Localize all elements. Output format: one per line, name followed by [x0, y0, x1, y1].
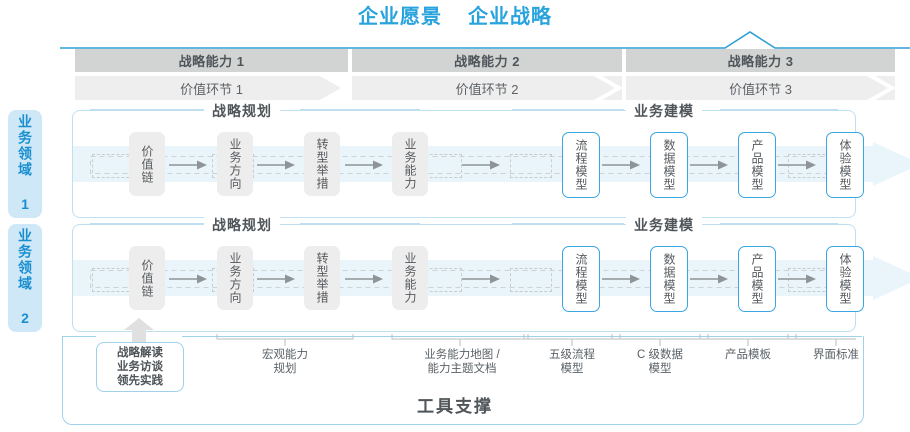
node-value-chain-2[interactable]: 价值链 [129, 246, 165, 310]
section-rule-right-2 [720, 109, 838, 110]
callout-up-arrow [124, 318, 154, 346]
flow-arrow-1b [257, 160, 295, 170]
section-rule-right-1 [512, 109, 624, 110]
flow-arrow-1f [690, 160, 728, 170]
capability-cell-3[interactable]: 战略能力 3 [626, 49, 895, 72]
value-segment-1-label: 价值环节 1 [180, 81, 243, 97]
node-experience-model-2[interactable]: 体验模型 [826, 246, 864, 312]
bottom-label-macro-capability-line2: 规划 [273, 363, 297, 375]
section-rule-left-2b [300, 223, 420, 224]
node-data-model-1[interactable]: 数据模型 [650, 132, 688, 198]
flow-arrow-2g [778, 274, 816, 284]
value-segment-1[interactable]: 价值环节 1 [75, 76, 348, 100]
section-rule-left-2 [300, 109, 420, 110]
node-business-capability-2[interactable]: 业务能力 [392, 246, 428, 310]
flow-arrow-2e [602, 274, 640, 284]
flow-arrow-2a [169, 274, 207, 284]
flow-arrow-2d [462, 274, 500, 284]
node-process-model-1[interactable]: 流程模型 [562, 132, 600, 198]
node-transformation-1[interactable]: 转型举措 [304, 132, 340, 196]
value-segment-3[interactable]: 价值环节 3 [626, 76, 895, 100]
section-rule-right-2b [720, 223, 838, 224]
value-segment-2-label: 价值环节 2 [455, 81, 519, 97]
bottom-label-macro-capability-line1: 宏观能力 [262, 349, 308, 361]
bottom-label-c-level-data-line2: 模型 [648, 363, 672, 375]
section-rule-left-1b [90, 223, 206, 224]
bottom-bracket-group [216, 334, 856, 346]
bottom-label-macro-capability: 宏观能力 规划 [225, 348, 345, 376]
tool-support-top-edge-left [62, 336, 96, 337]
title-enterprise-strategy: 企业战略 [468, 6, 552, 28]
bottom-label-five-level-process-line2: 模型 [560, 363, 584, 375]
bottom-label-five-level-process-line1: 五级流程 [549, 349, 595, 361]
dashed-slot-2d [510, 268, 552, 292]
flow-arrow-1d [462, 160, 500, 170]
tool-support-container [62, 336, 864, 425]
dashed-slot-2a [92, 268, 134, 292]
callout-line-1: 战略解读 [117, 347, 163, 359]
node-business-capability-1[interactable]: 业务能力 [392, 132, 428, 196]
section-title-strategic-planning-1: 战略规划 [204, 101, 280, 121]
flow-arrow-1c [345, 160, 383, 170]
bottom-label-capability-map: 业务能力地图 / 能力主题文档 [395, 348, 529, 376]
flow-arrow-1e [602, 160, 640, 170]
sidebar-item-domain-1[interactable]: 业务领域 1 [8, 110, 42, 218]
flow-arrow-2f [690, 274, 728, 284]
domain-row-1: 战略规划 业务建模 价值链 业务方向 转型举措 业务能力 流程模型 数据模型 产… [72, 101, 910, 218]
node-business-direction-2[interactable]: 业务方向 [217, 246, 253, 310]
capability-cell-1[interactable]: 战略能力 1 [75, 49, 348, 72]
top-title-group: 企业愿景 企业战略 [0, 4, 910, 30]
value-segment-2[interactable]: 价值环节 2 [352, 76, 622, 100]
bottom-label-ui-standard-line1: 界面标准 [813, 349, 859, 361]
section-rule-left-1 [90, 109, 206, 110]
node-experience-model-1[interactable]: 体验模型 [826, 132, 864, 198]
peak-connector-line [60, 31, 910, 49]
capability-bar-row: 战略能力 1 战略能力 2 战略能力 3 [75, 49, 895, 72]
node-product-model-2[interactable]: 产品模型 [738, 246, 776, 312]
bottom-label-product-template-line1: 产品模板 [725, 349, 771, 361]
node-business-direction-1[interactable]: 业务方向 [217, 132, 253, 196]
section-title-business-modeling-1: 业务建模 [626, 101, 702, 121]
bottom-label-product-template: 产品模板 [688, 348, 808, 362]
node-process-model-2[interactable]: 流程模型 [562, 246, 600, 312]
bottom-label-c-level-data-line1: C 级数据 [637, 349, 683, 361]
bottom-label-capability-map-line1: 业务能力地图 / [424, 349, 500, 361]
callout-line-2: 业务访谈 [117, 361, 163, 373]
node-transformation-2[interactable]: 转型举措 [304, 246, 340, 310]
flow-arrow-1g [778, 160, 816, 170]
sidebar-item-domain-2[interactable]: 业务领域 2 [8, 224, 42, 332]
value-segment-row: 价值环节 1 价值环节 2 价值环节 3 [75, 76, 895, 100]
bottom-label-c-level-data: C 级数据 模型 [600, 348, 720, 376]
flow-arrow-1a [169, 160, 207, 170]
value-segment-3-label: 价值环节 3 [729, 81, 792, 97]
node-value-chain-1[interactable]: 价值链 [129, 132, 165, 196]
bottom-label-ui-standard: 界面标准 [776, 348, 896, 362]
domain-row-2: 战略规划 业务建模 价值链 业务方向 转型举措 业务能力 流程模型 数据模型 产… [72, 215, 910, 332]
dashed-slot-1d [510, 154, 552, 178]
bottom-label-capability-map-line2: 能力主题文档 [427, 363, 497, 375]
node-product-model-1[interactable]: 产品模型 [738, 132, 776, 198]
footer-tool-support-title: 工具支撑 [417, 397, 493, 416]
capability-cell-2[interactable]: 战略能力 2 [352, 49, 622, 72]
bottom-label-five-level-process: 五级流程 模型 [512, 348, 632, 376]
node-data-model-2[interactable]: 数据模型 [650, 246, 688, 312]
tool-support-top-edge-right [182, 336, 862, 337]
title-enterprise-vision: 企业愿景 [358, 6, 442, 28]
section-title-strategic-planning-2: 战略规划 [204, 215, 280, 235]
flow-arrow-2c [345, 274, 383, 284]
section-rule-right-1b [512, 223, 624, 224]
section-title-business-modeling-2: 业务建模 [626, 215, 702, 235]
dashed-slot-1a [92, 154, 134, 178]
flow-arrow-2b [257, 274, 295, 284]
callout-inputs-box[interactable]: 战略解读 业务访谈 领先实践 [96, 342, 184, 392]
callout-line-3: 领先实践 [117, 375, 163, 387]
